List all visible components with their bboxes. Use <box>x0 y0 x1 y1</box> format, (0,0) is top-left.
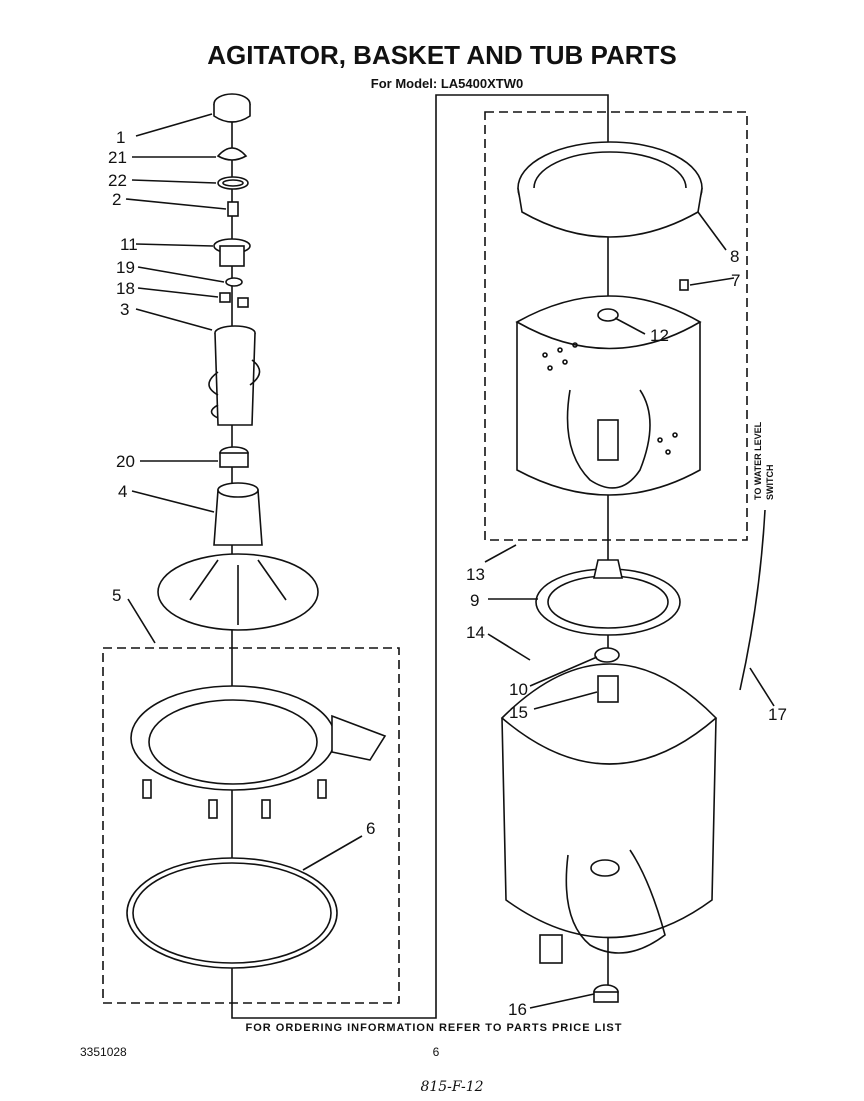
callout-2: 2 <box>112 190 121 209</box>
tub-ring-part-5 <box>130 685 387 819</box>
dog-part-18 <box>219 292 249 308</box>
dog-cam-part-11 <box>213 238 251 267</box>
basket-nut-part-12 <box>597 308 619 322</box>
water-label-line2: SWITCH <box>765 465 775 501</box>
callout-18: 18 <box>116 279 135 298</box>
handwritten-note: 815-F-12 <box>420 1079 483 1095</box>
callout-11: 11 <box>120 235 138 254</box>
o-ring-part-22 <box>217 176 249 190</box>
foot-part-16 <box>593 984 619 1003</box>
agitator-base-part-4 <box>157 482 319 631</box>
callout-9: 9 <box>470 591 479 610</box>
water-label-line1: TO WATER LEVEL <box>753 421 763 500</box>
document-number: 3351028 <box>80 1045 127 1059</box>
agitator-barrel-part-3 <box>208 325 261 426</box>
callout-14: 14 <box>466 623 485 642</box>
callout-16: 16 <box>508 1000 527 1019</box>
bolt-part-2 <box>227 201 239 217</box>
callout-4: 4 <box>118 482 127 501</box>
callout-10: 10 <box>509 680 528 699</box>
basket-group-box <box>484 111 748 541</box>
page-title: AGITATOR, BASKET AND TUB PARTS <box>207 40 676 70</box>
callout-5: 5 <box>112 586 121 605</box>
callout-13: 13 <box>466 565 485 584</box>
page-number: 6 <box>433 1045 440 1059</box>
callout-leaders <box>125 113 775 1009</box>
callout-17: 17 <box>768 705 787 724</box>
callout-3: 3 <box>120 300 129 319</box>
callout-1: 1 <box>116 128 125 147</box>
drive-block-part-20 <box>219 446 249 468</box>
callout-20: 20 <box>116 452 135 471</box>
tub-ring-seal-part-6 <box>126 857 338 969</box>
callout-7: 7 <box>731 271 740 290</box>
ordering-info-note: FOR ORDERING INFORMATION REFER TO PARTS … <box>246 1022 623 1034</box>
seal-part-10 <box>594 647 620 663</box>
outer-tub-part-14 <box>500 663 718 964</box>
water-level-switch-label: TO WATER LEVEL SWITCH <box>753 421 775 500</box>
basket-part <box>515 295 702 496</box>
cap-seal-part-21 <box>216 147 248 161</box>
callout-12: 12 <box>650 326 669 345</box>
callout-15: 15 <box>509 703 528 722</box>
callout-22: 22 <box>108 171 127 190</box>
tub-ring-group-box <box>102 647 400 1004</box>
callout-6: 6 <box>366 819 375 838</box>
model-subtitle: For Model: LA5400XTW0 <box>371 76 523 91</box>
callout-21: 21 <box>108 148 127 167</box>
basket-drive-part-9 <box>535 559 681 636</box>
bearing-part-15 <box>597 675 619 703</box>
callout-8: 8 <box>730 247 739 266</box>
callout-19: 19 <box>116 258 135 277</box>
balance-ring-part-8 <box>517 141 703 238</box>
agitator-cap-part-1 <box>213 93 251 123</box>
clip-part-7 <box>679 279 689 291</box>
spring-part-19 <box>225 277 243 287</box>
hose-part-17 <box>739 509 766 691</box>
